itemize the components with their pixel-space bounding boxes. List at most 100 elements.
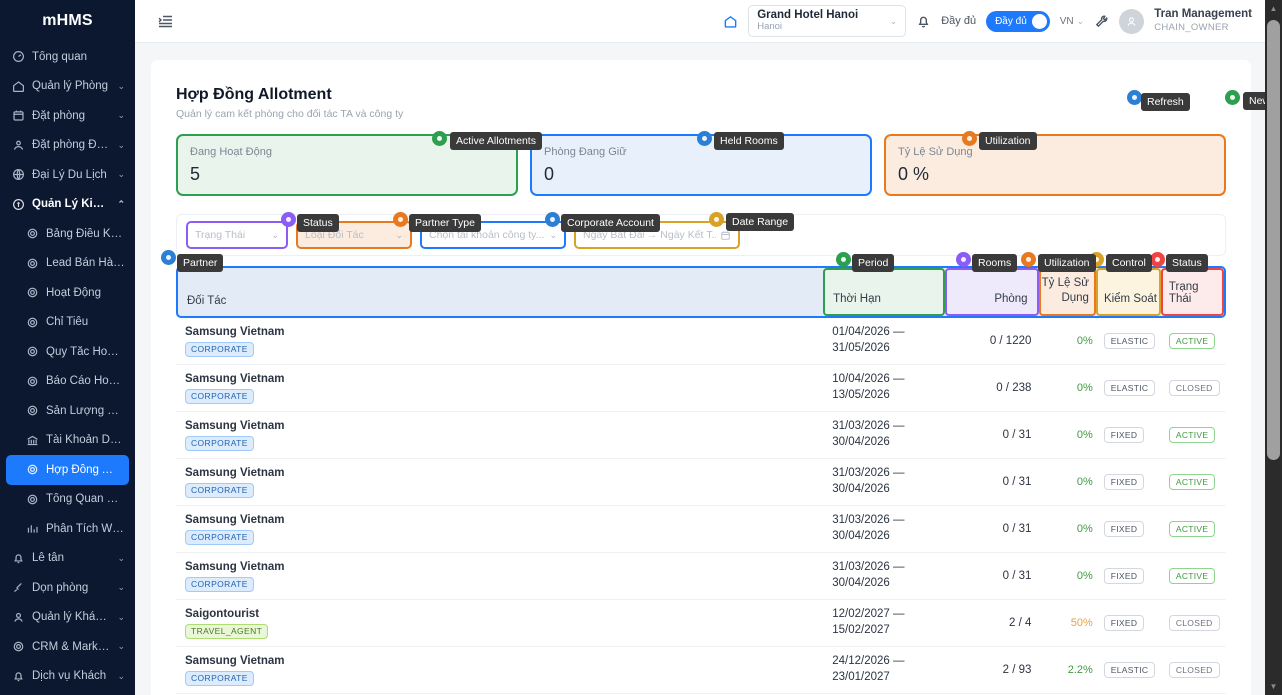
wrench-icon[interactable] [1094, 14, 1109, 29]
group-icon [12, 139, 25, 152]
column-header-control[interactable]: Kiểm Soát [1095, 268, 1161, 316]
cell-period: 01/04/2026 —31/05/2026 [824, 325, 946, 356]
annotation-tooltip-active-allotments: Active Allotments [450, 132, 542, 150]
chevron-down-icon: ⌄ [549, 229, 557, 240]
sidebar-item-don-phong[interactable]: Dọn phòng ⌄ [0, 573, 135, 603]
hotel-selector[interactable]: Grand Hotel Hanoi Hanoi ⌄ [748, 5, 907, 37]
sidebar-item-phan-tich-win-loss[interactable]: Phân Tích Win/... [0, 514, 135, 544]
sidebar-item-crm-marketing[interactable]: CRM & Marketi... ⌄ [0, 632, 135, 662]
sidebar-item-bang-dieu-khien[interactable]: Bảng Điều Khiển [0, 219, 135, 249]
cell-status: ACTIVE [1163, 333, 1226, 349]
sidebar-item-label: Báo Cáo Hoa ... [46, 375, 125, 388]
sidebar-item-bao-cao-hoa-hong[interactable]: Báo Cáo Hoa ... [0, 367, 135, 397]
avatar[interactable] [1119, 8, 1145, 34]
sidebar-item-lead-ban-hang[interactable]: Lead Bán Hàng [0, 249, 135, 279]
sidebar-item-tong-quan[interactable]: Tổng quan [0, 42, 135, 72]
sidebar-item-dat-phong-doan[interactable]: Đặt phòng Đoàn ⌄ [0, 131, 135, 161]
sidebar-item-quan-ly-khach[interactable]: Quản lý Khách ... ⌄ [0, 603, 135, 633]
status-filter[interactable]: Trạng Thái ⌄ [186, 221, 288, 249]
sidebar-item-label: Chỉ Tiêu [46, 316, 89, 329]
user-info[interactable]: Tran Management CHAIN_OWNER [1154, 8, 1252, 33]
sidebar-item-tong-quan-cong-ty[interactable]: Tổng Quan Cô... [0, 485, 135, 515]
sidebar-item-quan-ly-kinh-doanh[interactable]: Quản Lý Kinh D... ⌃ [0, 190, 135, 220]
gear-icon [26, 286, 39, 299]
stat-card-held-rooms: Phòng Đang Giữ 0 [530, 134, 872, 196]
sidebar-item-chi-tieu[interactable]: Chỉ Tiêu [0, 308, 135, 338]
column-header-rooms[interactable]: Phòng [945, 268, 1039, 316]
partner-type-badge: CORPORATE [185, 576, 254, 592]
menu-collapse-icon[interactable] [145, 15, 185, 28]
sidebar-item-hop-dong-allotment[interactable]: Hợp Đồng Allo... [6, 455, 129, 485]
cell-rooms: 2 / 93 [1002, 664, 1032, 676]
chevron-down-icon: ⌄ [117, 80, 125, 91]
sidebar-item-san-luong-kinh-doanh[interactable]: Sản Lượng Kin... [0, 396, 135, 426]
sidebar-item-label: Tổng Quan Cô... [46, 493, 125, 506]
sidebar-item-tai-khoan-doanh-nghiep[interactable]: Tài Khoản Doa... [0, 426, 135, 456]
chevron-down-icon: ⌄ [117, 611, 125, 622]
sidebar-item-dat-phong[interactable]: Đặt phòng ⌄ [0, 101, 135, 131]
sidebar-item-le-tan[interactable]: Lễ tân ⌄ [0, 544, 135, 574]
cell-status: CLOSED [1163, 615, 1226, 631]
cell-status: CLOSED [1163, 662, 1226, 678]
corporate-account-filter[interactable]: Chọn tài khoản công ty... ⌄ [420, 221, 566, 249]
bell-icon [12, 552, 25, 565]
cell-control: ELASTIC [1098, 333, 1163, 349]
column-header-period[interactable]: Thời Hạn [823, 268, 946, 316]
scroll-down-arrow-icon[interactable]: ▼ [1269, 682, 1278, 691]
status-toggle[interactable]: Đầy đủ [986, 10, 1050, 32]
cell-period: 31/03/2026 —30/04/2026 [824, 419, 946, 450]
partner-name: Samsung Vietnam [185, 560, 285, 573]
partner-name: Samsung Vietnam [185, 419, 285, 432]
annotation-tooltip-partner-col: Partner [177, 254, 224, 272]
broom-icon [12, 581, 25, 594]
control-badge: ELASTIC [1103, 380, 1156, 396]
sidebar: mHMS Tổng quan Quản lý Phòng ⌄ Đặt phòng… [0, 0, 135, 695]
scroll-up-arrow-icon[interactable]: ▲ [1269, 4, 1278, 13]
notification-bell-icon[interactable] [916, 14, 931, 29]
home-icon [12, 80, 25, 93]
cell-period: 31/03/2026 —30/04/2026 [824, 513, 946, 544]
annotation-marker-date-range-filter [709, 212, 724, 227]
sidebar-item-hoat-dong[interactable]: Hoạt Động [0, 278, 135, 308]
home-icon[interactable] [723, 14, 738, 29]
control-badge: FIXED [1103, 474, 1145, 490]
column-header-status[interactable]: Trạng Thái [1160, 268, 1224, 316]
scrollbar-thumb[interactable] [1267, 20, 1280, 460]
user-icon [12, 611, 25, 624]
window-scrollbar[interactable]: ▲ ▼ [1265, 0, 1282, 695]
date-range-separator: → [646, 229, 658, 241]
status-badge: CLOSED [1168, 615, 1220, 631]
annotation-marker-held-rooms [697, 131, 712, 146]
table-header-row: Đối Tác Thời Hạn Phòng Tỷ Lệ Sử Dụng Kiể… [176, 266, 1226, 318]
sidebar-item-quy-tac-hoa-hong[interactable]: Quy Tắc Hoa H... [0, 337, 135, 367]
column-header-utilization[interactable]: Tỷ Lệ Sử Dụng [1038, 268, 1096, 316]
hotel-name: Grand Hotel Hanoi [757, 8, 859, 21]
sidebar-item-label: Tài Khoản Doa... [46, 434, 125, 447]
sidebar-item-quan-ly-phong[interactable]: Quản lý Phòng ⌄ [0, 72, 135, 102]
period-start: 31/03/2026 — [832, 514, 905, 527]
sidebar-item-dich-vu-khach[interactable]: Dịch vụ Khách ⌄ [0, 662, 135, 692]
column-header-partner[interactable]: Đối Tác [187, 295, 227, 307]
gear-icon [26, 257, 39, 270]
partner-name: Samsung Vietnam [185, 466, 285, 479]
sidebar-item-label: Dọn phòng [32, 581, 89, 594]
cell-control: ELASTIC [1098, 662, 1163, 678]
user-name: Tran Management [1154, 8, 1252, 21]
cell-utilization: 0% [1076, 570, 1093, 582]
sidebar-item-label: Phân Tích Win/... [46, 522, 125, 535]
corporate-account-filter-placeholder: Chọn tài khoản công ty... [429, 229, 545, 241]
chevron-up-icon: ⌃ [117, 198, 125, 209]
sidebar-item-dai-ly-du-lich[interactable]: Đại Lý Du Lịch ⌄ [0, 160, 135, 190]
topbar-right-group: Grand Hotel Hanoi Hanoi ⌄ Đầy đủ Đầy đủ … [723, 5, 1282, 37]
language-selector[interactable]: VN ⌄ [1060, 16, 1084, 27]
